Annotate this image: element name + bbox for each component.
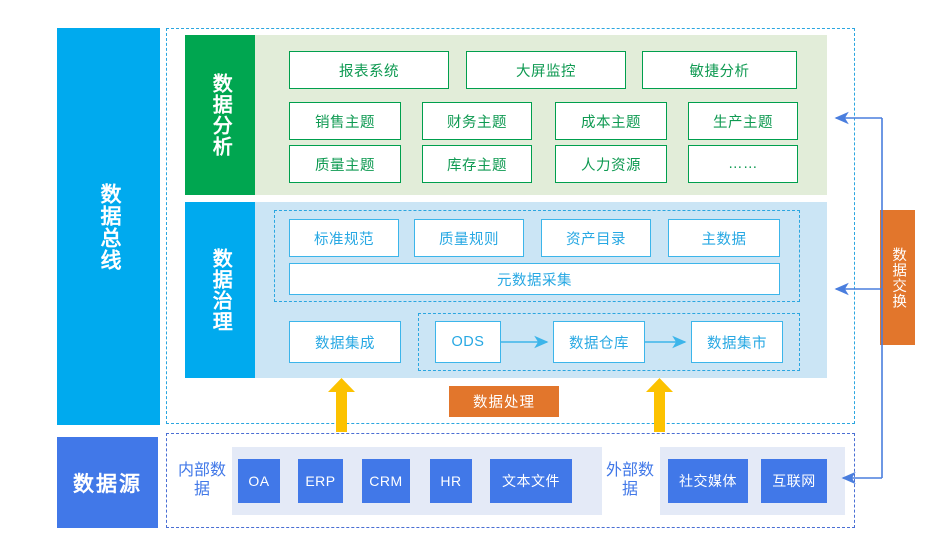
card-label: 数据集成 [315,335,375,352]
analysis-card-production-theme[interactable]: 生产主题 [688,102,798,140]
governance-card-asset-catalog[interactable]: 资产目录 [541,219,651,257]
governance-card-standard-spec[interactable]: 标准规范 [289,219,399,257]
card-label: 成本主题 [581,114,641,131]
card-label: HR [440,473,462,489]
source-card-hr[interactable]: HR [430,459,472,503]
upward-flow-arrow-left-icon [328,378,355,432]
governance-card-data-integration[interactable]: 数据集成 [289,321,401,363]
data-bus-rail: 数据总线 [57,28,160,425]
card-label: OA [248,473,270,489]
data-exchange-label: 数据交换 [890,246,907,309]
card-label: 销售主题 [315,114,375,131]
card-label: 质量规则 [439,231,499,248]
analysis-card-report-system[interactable]: 报表系统 [289,51,449,89]
external-data-caption: 外部数据 [604,452,656,510]
analysis-card-human-resources[interactable]: 人力资源 [555,145,667,183]
card-label: 社交媒体 [679,473,737,489]
card-label: 数据集市 [707,335,767,352]
pipeline-card-data-warehouse[interactable]: 数据仓库 [553,321,645,363]
data-governance-label: 数据治理 [209,248,232,332]
internal-data-caption: 内部数据 [176,452,228,510]
analysis-card-more[interactable]: …… [688,145,798,183]
card-label: 资产目录 [566,231,626,248]
data-analysis-rail: 数据分析 [185,35,255,195]
data-governance-rail: 数据治理 [185,202,255,378]
card-label: 质量主题 [315,157,375,174]
source-card-oa[interactable]: OA [238,459,280,503]
card-label: 敏捷分析 [689,63,750,80]
card-label: 库存主题 [447,157,507,174]
governance-card-master-data[interactable]: 主数据 [668,219,780,257]
source-card-internet[interactable]: 互联网 [761,459,827,503]
analysis-card-large-screen-monitor[interactable]: 大屏监控 [466,51,626,89]
card-label: 大屏监控 [516,63,576,80]
analysis-card-finance-theme[interactable]: 财务主题 [422,102,532,140]
card-label: 主数据 [701,231,747,248]
analysis-card-quality-theme[interactable]: 质量主题 [289,145,401,183]
card-label: ERP [305,473,336,489]
pipeline-card-ods[interactable]: ODS [435,321,501,363]
data-processing-label: 数据处理 [473,395,535,411]
analysis-card-cost-theme[interactable]: 成本主题 [555,102,667,140]
source-card-erp[interactable]: ERP [298,459,343,503]
analysis-card-agile-analysis[interactable]: 敏捷分析 [642,51,797,89]
source-card-crm[interactable]: CRM [362,459,410,503]
data-source-rail: 数据源 [57,437,158,528]
data-pipeline-group [418,313,800,371]
analysis-card-sales-theme[interactable]: 销售主题 [289,102,401,140]
card-label: 财务主题 [447,114,507,131]
source-card-text-file[interactable]: 文本文件 [490,459,572,503]
data-analysis-label: 数据分析 [209,73,232,157]
card-label: 互联网 [772,473,816,489]
card-label: …… [728,156,758,172]
source-card-social-media[interactable]: 社交媒体 [668,459,748,503]
governance-card-quality-rules[interactable]: 质量规则 [414,219,524,257]
governance-card-metadata-collection[interactable]: 元数据采集 [289,263,780,295]
card-label: 报表系统 [339,63,399,80]
card-label: 元数据采集 [497,272,572,289]
data-bus-label: 数据总线 [97,182,121,271]
card-label: 标准规范 [314,231,374,248]
analysis-card-inventory-theme[interactable]: 库存主题 [422,145,532,183]
pipeline-card-data-mart[interactable]: 数据集市 [691,321,783,363]
governance-standards-group [274,210,800,302]
data-processing-chip[interactable]: 数据处理 [449,386,559,417]
internal-data-label: 内部数据 [177,462,226,498]
card-label: 人力资源 [581,157,641,174]
card-label: 数据仓库 [569,335,629,352]
platform-dashed-container [166,28,855,424]
data-exchange-chip[interactable]: 数据交换 [880,210,915,345]
card-label: 生产主题 [713,114,773,131]
card-label: CRM [369,473,403,489]
data-source-label: 数据源 [73,472,142,496]
external-data-label: 外部数据 [605,462,654,498]
card-label: 文本文件 [502,473,560,489]
card-label: ODS [451,334,485,350]
upward-flow-arrow-right-icon [646,378,673,432]
